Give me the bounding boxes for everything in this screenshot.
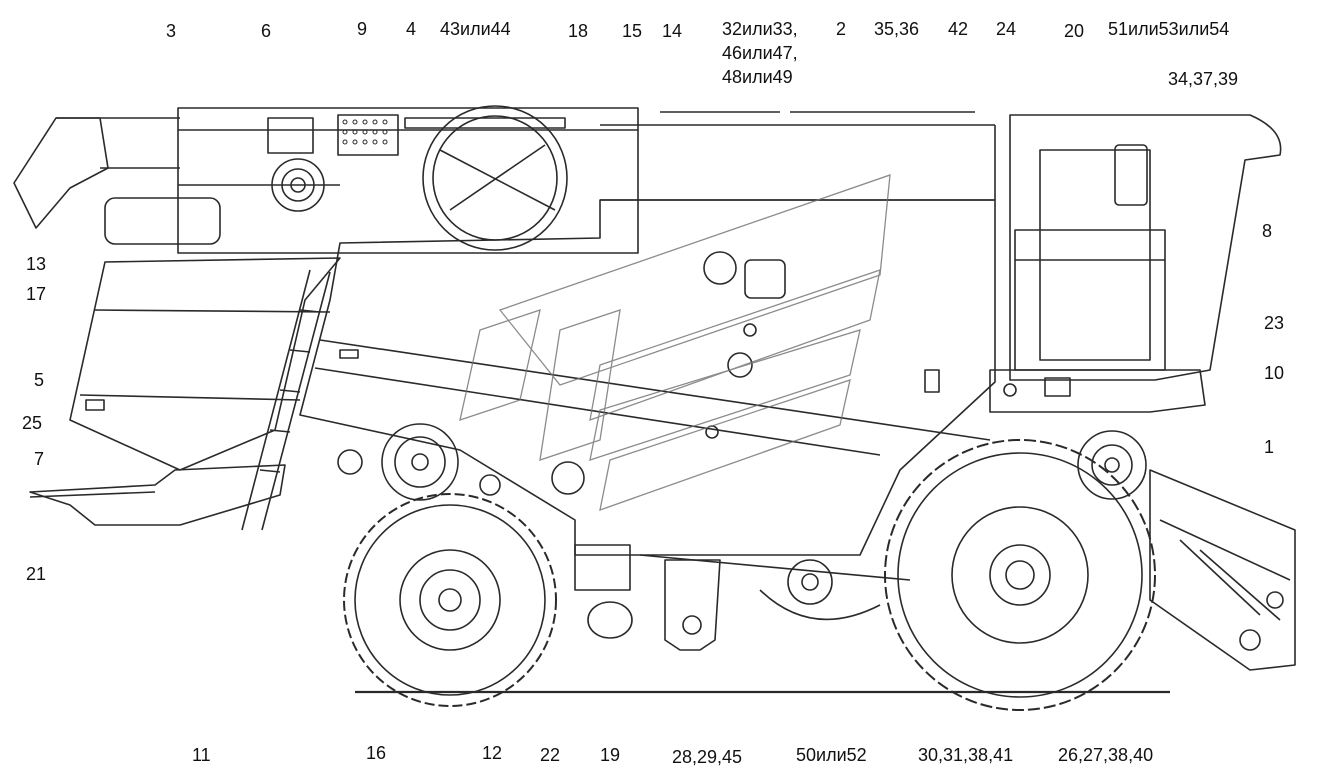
callout-label: 20 bbox=[1064, 21, 1085, 41]
operator-cab bbox=[1009, 114, 1282, 381]
callout-label: 7 bbox=[34, 449, 45, 469]
callout-label: 6 bbox=[261, 21, 272, 41]
callout-label: 32или33, bbox=[722, 19, 798, 39]
feeder-house bbox=[1149, 469, 1296, 671]
callout-label: 5 bbox=[34, 370, 45, 390]
callout-label: 17 bbox=[26, 284, 47, 304]
callout-label: 8 bbox=[1262, 221, 1273, 241]
front-deck bbox=[989, 369, 1206, 413]
callout-label: 26,27,38,40 bbox=[1058, 745, 1154, 765]
fuel-tank bbox=[104, 197, 221, 245]
lower-frame bbox=[574, 544, 911, 651]
ladder bbox=[241, 269, 331, 531]
thresher-body bbox=[299, 124, 996, 556]
callout-label: 28,29,45 bbox=[672, 747, 743, 767]
callout-label: 16 bbox=[366, 743, 387, 763]
callout-label: 42 bbox=[948, 19, 969, 39]
radiator-fan bbox=[404, 105, 568, 251]
callout-label: 19 bbox=[600, 745, 621, 765]
front-wheel bbox=[884, 439, 1156, 711]
callout-label: 51или53или54 bbox=[1108, 19, 1230, 39]
callout-label: 34,37,39 bbox=[1168, 69, 1239, 89]
air-filter bbox=[267, 117, 325, 212]
callout-label: 22 bbox=[540, 745, 561, 765]
callout-label: 18 bbox=[568, 21, 589, 41]
callout-label: 30,31,38,41 bbox=[918, 745, 1014, 765]
callout-label: 4 bbox=[406, 19, 417, 39]
callout-label: 35,36 bbox=[874, 19, 920, 39]
callout-label: 13 bbox=[26, 254, 47, 274]
unloading-auger bbox=[13, 117, 180, 229]
callout-label: 3 bbox=[166, 21, 177, 41]
callout-label: 11 bbox=[192, 745, 211, 765]
callout-label: 23 bbox=[1264, 313, 1285, 333]
drive-pulleys bbox=[337, 251, 786, 501]
callout-label: 12 bbox=[482, 743, 503, 763]
watermark-logo bbox=[459, 174, 891, 511]
callout-label: 21 bbox=[26, 564, 47, 584]
callout-label: 43или44 bbox=[440, 19, 511, 39]
callout-label: 50или52 bbox=[796, 745, 867, 765]
callout-label: 25 bbox=[22, 413, 43, 433]
straw-chopper bbox=[29, 464, 286, 526]
callout-label: 2 bbox=[836, 19, 847, 39]
callout-label: 46или47, bbox=[722, 43, 798, 63]
callout-label: 10 bbox=[1264, 363, 1285, 383]
grain-tank bbox=[177, 107, 975, 254]
callout-label: 9 bbox=[357, 19, 368, 39]
rear-wheel bbox=[343, 493, 557, 707]
callout-label: 15 bbox=[622, 21, 643, 41]
rear-hood bbox=[69, 257, 341, 471]
callout-label: 24 bbox=[996, 19, 1017, 39]
callout-label: 14 bbox=[662, 21, 683, 41]
callout-label: 1 bbox=[1264, 437, 1275, 457]
feeder-drive-pulley bbox=[1077, 430, 1147, 500]
callout-label: 48или49 bbox=[722, 67, 793, 87]
